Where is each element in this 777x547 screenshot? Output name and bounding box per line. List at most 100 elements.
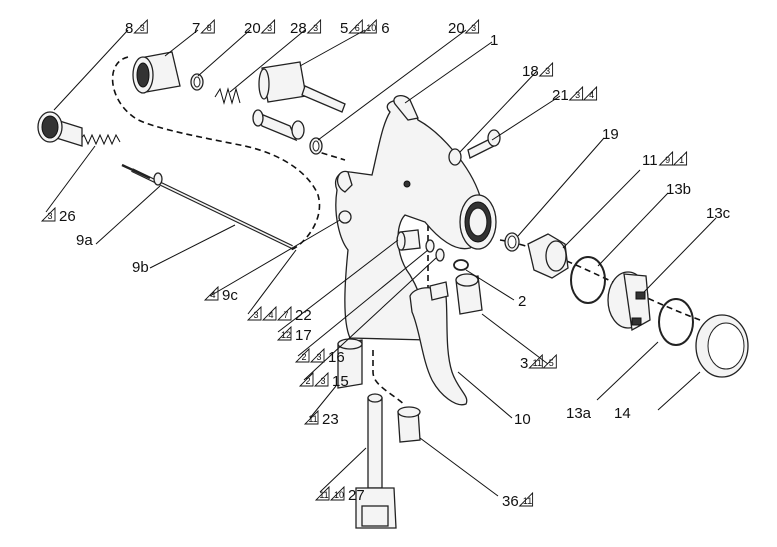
- note-number: 3: [313, 23, 318, 33]
- note-number: 12: [281, 330, 291, 340]
- note-triangle-icon: [362, 18, 377, 34]
- note-triangle-icon: [276, 305, 292, 321]
- callout-c9a: 9a: [76, 232, 93, 249]
- callout-c1: 1: [490, 32, 498, 49]
- note-triangle-icon: [298, 371, 314, 387]
- part-number: 26: [59, 208, 76, 225]
- ball-22: [338, 210, 352, 224]
- part-number: 17: [295, 327, 312, 344]
- part-number: 13b: [666, 181, 691, 198]
- o-ring-16: [425, 239, 435, 253]
- note-triangle-icon: [314, 485, 330, 501]
- note-number: 2: [305, 376, 310, 386]
- assembly-path-front: [499, 239, 701, 321]
- note-triangle-icon: [329, 485, 345, 501]
- note-triangle-icon: [542, 353, 557, 369]
- callout-c10: 10: [514, 411, 531, 428]
- adjustment-housing: [132, 51, 181, 94]
- air-valve-stem: [252, 109, 305, 142]
- o-ring-upper: [190, 73, 204, 91]
- note-triangle-icon: [658, 150, 674, 166]
- valve-spring: [214, 87, 241, 105]
- part-number: 23: [322, 411, 339, 428]
- note-number: 4: [210, 290, 215, 300]
- note-triangle-icon: [40, 206, 56, 222]
- note-triangle-icon: [672, 150, 688, 166]
- callout-c20b: 20 3: [448, 18, 480, 37]
- part-number: 5: [340, 20, 348, 37]
- note-triangle-icon: [348, 18, 363, 34]
- note-number: 10: [366, 23, 376, 33]
- o-ring-lower: [309, 137, 323, 155]
- note-triangle-icon: [261, 305, 277, 321]
- note-number: 11: [319, 490, 328, 500]
- note-triangle-icon: [133, 18, 148, 34]
- air-valve-assembly: [258, 61, 346, 113]
- note-number: 3: [320, 376, 325, 386]
- part-number: 7: [192, 20, 200, 37]
- note-number: 3: [47, 211, 52, 221]
- spring-2: [453, 259, 469, 271]
- note-triangle-icon: [303, 409, 319, 425]
- note-triangle-icon: [276, 325, 292, 341]
- part-number: 27: [348, 487, 365, 504]
- part-number: 1: [490, 32, 498, 49]
- part-number: 20: [448, 20, 465, 37]
- needle-stop-cap: [37, 111, 83, 147]
- part-number: 2: [518, 293, 526, 310]
- plug-36: [397, 406, 421, 443]
- fluid-nozzle: [527, 233, 569, 279]
- callout-c13c: 13c: [706, 205, 731, 222]
- part-number: 9b: [132, 259, 149, 276]
- part-number: 11: [642, 152, 658, 169]
- part-number: 22: [295, 307, 312, 324]
- note-triangle-icon: [306, 18, 322, 34]
- gun-body: [335, 94, 497, 341]
- trigger-pin-washer: [448, 148, 462, 166]
- callout-c9b: 9b: [132, 259, 149, 276]
- note-number: 11: [533, 358, 542, 368]
- note-number: 11: [523, 496, 532, 506]
- note-number: 3: [471, 23, 476, 33]
- note-triangle-icon: [313, 371, 329, 387]
- part-number-suffix: 6: [381, 20, 389, 37]
- note-number: 3: [545, 66, 550, 76]
- trigger: [409, 281, 468, 406]
- fluid-needle: [121, 163, 293, 249]
- note-number: 5: [549, 358, 554, 368]
- note-number: 3: [316, 352, 321, 362]
- note-number: 1: [679, 155, 684, 165]
- part-number: 9c: [222, 287, 238, 304]
- note-triangle-icon: [203, 285, 219, 301]
- note-number: 4: [268, 310, 273, 320]
- note-number: 4: [589, 90, 594, 100]
- note-number: 10: [334, 490, 344, 500]
- part-number: 8: [125, 20, 133, 37]
- part-number: 10: [514, 411, 531, 428]
- callout-c13b: 13b: [666, 181, 691, 198]
- note-number: 8: [207, 23, 212, 33]
- callout-c17: 12 17: [276, 325, 312, 344]
- note-triangle-icon: [260, 18, 276, 34]
- air-fitting: [337, 338, 363, 389]
- note-triangle-icon: [568, 85, 584, 101]
- note-number: 2: [301, 352, 306, 362]
- callout-c2: 2: [518, 293, 526, 310]
- callout-c13a: 13a: [566, 405, 592, 422]
- note-number: 7: [283, 310, 288, 320]
- note-triangle-icon: [200, 18, 215, 34]
- note-number: 6: [355, 23, 360, 33]
- part-number: 13c: [706, 205, 731, 222]
- note-triangle-icon: [246, 305, 262, 321]
- note-triangle-icon: [538, 61, 554, 77]
- note-triangle-icon: [464, 18, 480, 34]
